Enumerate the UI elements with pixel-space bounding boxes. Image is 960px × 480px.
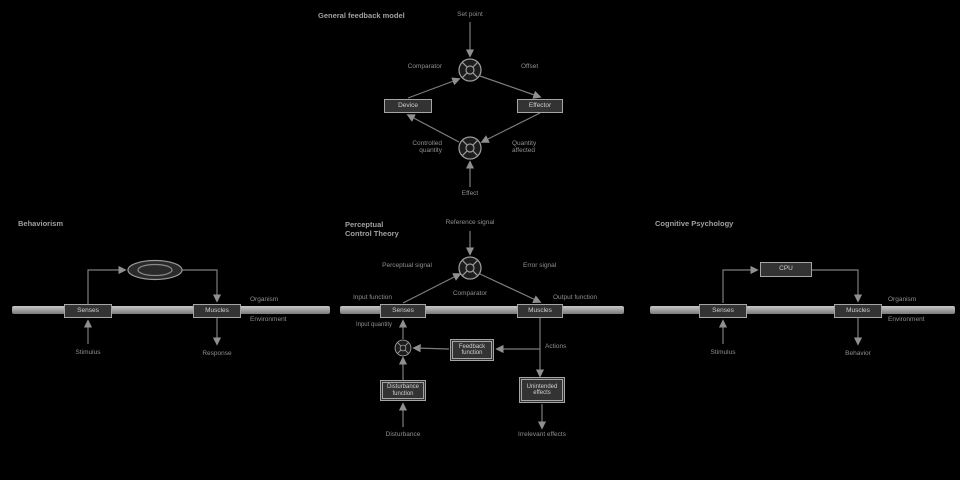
behaviorism-environment-label: Environment [250,316,287,323]
input-quantity-label: Input quantity [355,322,392,328]
effect-label: Effect [461,190,479,197]
behaviorism-senses-box: Senses [64,304,112,318]
cognitive-boundary-band [650,306,955,314]
black-box-oval [127,259,183,281]
effector-to-quantity-line [480,112,541,143]
offset-label: Offset [521,63,539,70]
general-model-title: General feedback model [318,11,405,20]
senses-to-blackbox-line [87,265,127,304]
cognitive-muscles-box: Muscles [834,304,882,318]
error-signal-line [479,273,542,303]
reference-signal-label: Reference signal [445,219,495,226]
general-model-wires [406,22,542,187]
disturbance-label: Disturbance [385,431,421,438]
unintended-effects-box: Unintended effects [519,377,565,403]
effector-box: Effector [517,99,563,113]
input-quantity-junction-symbol [394,339,412,357]
quantity-affected-label: Quantity affected [512,140,537,155]
cognitive-senses-box: Senses [699,304,747,318]
device-to-comparator-line [407,77,461,99]
comparator-label: Comparator [407,63,442,70]
actions-label: Actions [545,343,567,350]
pct-title: Perceptual Control Theory [345,220,399,238]
cognitive-behavior-label: Behavior [845,350,871,357]
pct-senses-box: Senses [380,304,426,318]
cognitive-stimulus-label: Stimulus [710,349,736,356]
behaviorism-stimulus-label: Stimulus [75,349,101,356]
cpu-to-muscles-line [812,269,863,303]
pct-comparator-label: Comparator [452,290,488,297]
behaviorism-title: Behaviorism [18,219,64,228]
device-box: Device [384,99,432,113]
pct-boundary-band [340,306,624,314]
perceptual-signal-line [402,273,462,304]
cognitive-organism-label: Organism [888,296,917,303]
cognitive-title: Cognitive Psychology [655,219,734,228]
controlled-quantity-label: Controlled quantity [412,140,442,155]
feedback-to-input-quantity-line [412,343,450,353]
cognitive-wires [718,265,863,346]
error-signal-label: Error signal [523,262,557,269]
black-box-inner-oval [137,263,173,277]
output-function-label: Output function [553,294,598,301]
behaviorism-muscles-box: Muscles [193,304,241,318]
perceptual-signal-label: Perceptual signal [382,262,432,269]
irrelevant-effects-label: Irrelevant effects [518,431,566,438]
set-point-label: Set point [457,11,483,18]
pct-muscles-box: Muscles [517,304,563,318]
disturbance-function-box: Disturbance function [380,380,426,401]
behaviorism-response-label: Response [202,350,232,357]
pct-comparator-symbol [458,256,482,280]
comparator-to-effector-line [479,75,542,99]
quantity-to-device-line [406,114,460,143]
behaviorism-wires [83,259,222,346]
controlled-quantity-junction-symbol [458,136,482,160]
senses-to-cpu-line [722,265,759,303]
behaviorism-organism-label: Organism [250,296,279,303]
behaviorism-boundary-band [12,306,330,314]
pct-wires [398,231,547,430]
feedback-function-box: Feedback function [450,339,494,361]
cognitive-environment-label: Environment [888,316,925,323]
cpu-box: CPU [760,262,812,277]
input-function-label: Input function [352,294,392,301]
comparator-symbol [458,58,482,82]
blackbox-to-muscles-line [182,269,222,303]
